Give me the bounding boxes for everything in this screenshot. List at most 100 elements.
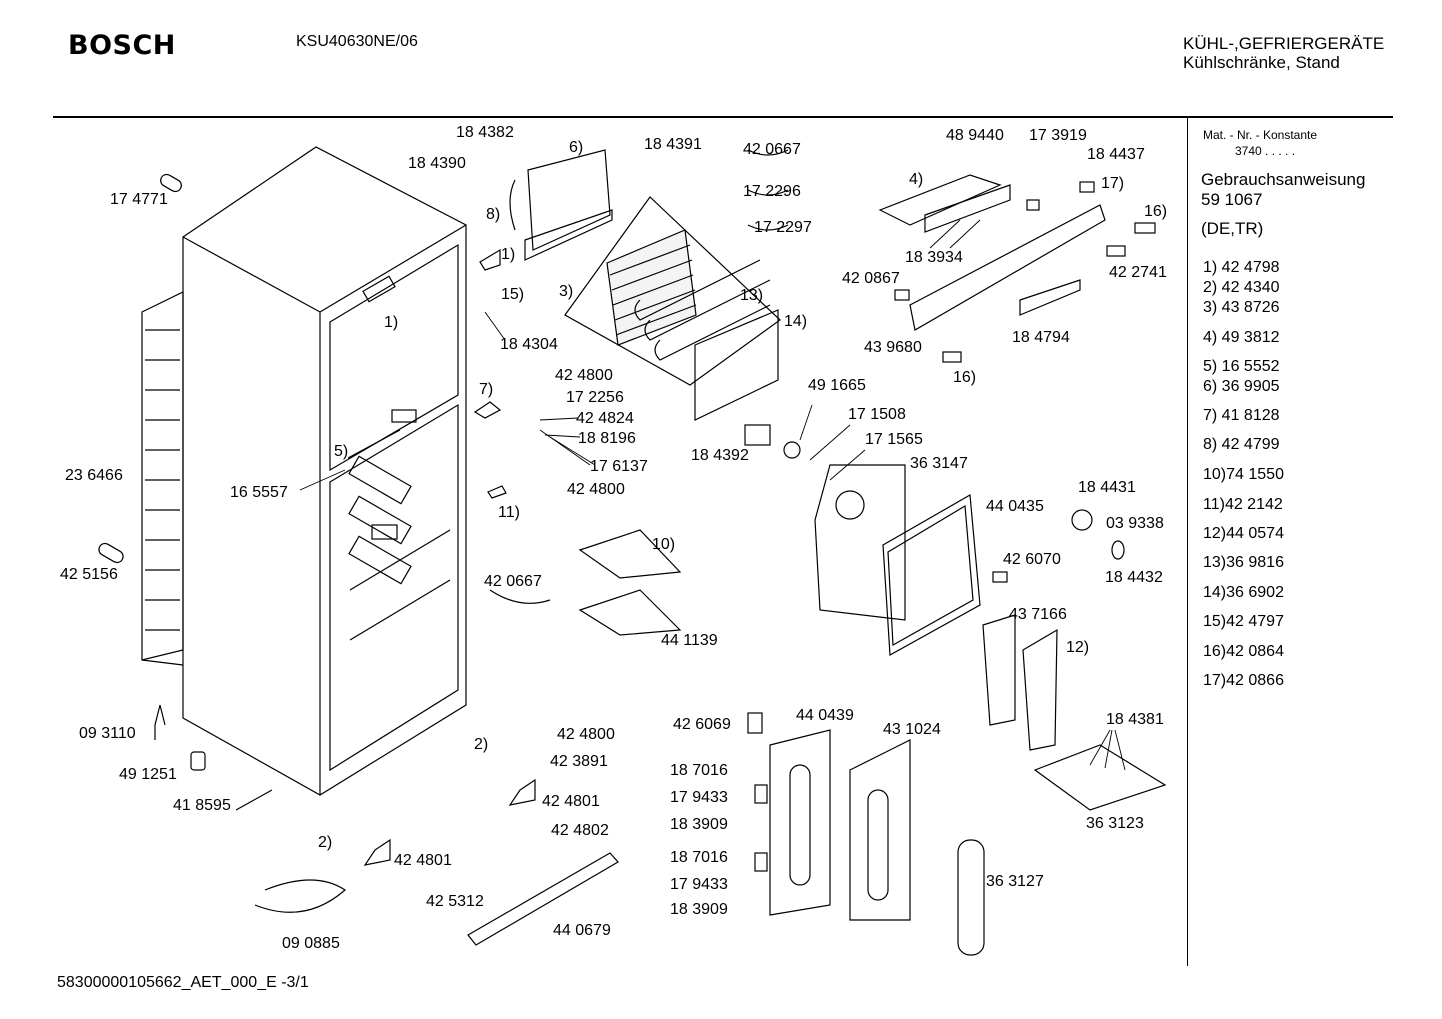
part-label: 16)	[953, 369, 977, 386]
part-label: 42 5156	[60, 566, 118, 583]
part-label: 42 4802	[551, 822, 609, 839]
part-label: 44 1139	[661, 632, 718, 649]
part-label: 44 0439	[796, 707, 854, 724]
part-label: 15)	[501, 286, 525, 303]
legend-item: 13)36 9816	[1203, 554, 1284, 571]
part-label: 18 3909	[670, 901, 728, 918]
legend-item: 12)44 0574	[1203, 525, 1284, 542]
material-number-label: Mat. - Nr. - Konstante	[1203, 128, 1318, 142]
part-label: 42 4800	[567, 481, 625, 498]
part-label: 17)	[1101, 175, 1125, 192]
legend-item: 4) 49 3812	[1203, 329, 1280, 346]
part-label: 8)	[486, 206, 501, 223]
part-label: 10)	[652, 536, 676, 553]
legend-item: 7) 41 8128	[1203, 407, 1280, 424]
part-label: 09 3110	[79, 725, 136, 742]
part-label: 18 4431	[1078, 479, 1136, 496]
part-label: 17 2297	[754, 219, 812, 236]
part-label: 7)	[479, 381, 494, 398]
part-label: 49 1665	[808, 377, 866, 394]
part-label: 13)	[740, 287, 764, 304]
part-label: 42 0667	[743, 141, 801, 158]
part-label: 49 1251	[119, 766, 177, 783]
freezer-door-drawing	[509, 149, 613, 261]
legend-item: 10)74 1550	[1203, 466, 1284, 483]
header-rule	[53, 116, 1393, 118]
part-label: 3)	[559, 283, 574, 300]
legend-item: 3) 43 8726	[1203, 299, 1280, 316]
legend-item: 8) 42 4799	[1203, 436, 1280, 453]
part-label: 16 5557	[230, 484, 288, 501]
part-label: 17 3919	[1029, 127, 1087, 144]
part-label: 03 9338	[1106, 515, 1164, 532]
part-label: 17 4771	[110, 191, 168, 208]
part-label: 2)	[318, 834, 333, 851]
part-label: 17 6137	[590, 458, 648, 475]
part-label: 42 4800	[557, 726, 615, 743]
fan-cover-drawing	[814, 464, 981, 656]
part-label: 41 8595	[173, 797, 231, 814]
part-label: 18 4437	[1087, 146, 1145, 163]
part-label: 18 4392	[691, 447, 749, 464]
part-label: 17 1508	[848, 406, 906, 423]
manual-language: (DE,TR)	[1201, 219, 1264, 238]
model-number: KSU40630NE/06	[296, 33, 418, 50]
part-label: 17 2256	[566, 389, 624, 406]
part-label: 4)	[909, 171, 924, 188]
material-number-value: 3740 . . . . .	[1235, 144, 1296, 158]
part-label: 36 3123	[1086, 815, 1144, 832]
door-shelves-drawing	[467, 529, 1167, 956]
part-label: 2)	[474, 736, 489, 753]
part-label: 42 4801	[542, 793, 600, 810]
part-label: 17 2296	[743, 183, 801, 200]
part-label: 18 3934	[905, 249, 963, 266]
part-label: 42 0667	[484, 573, 542, 590]
part-label: 18 4391	[644, 136, 702, 153]
part-label: 44 0679	[553, 922, 611, 939]
part-label: 42 4800	[555, 367, 613, 384]
small-parts-drawing	[98, 149, 1125, 913]
part-label: 18 4794	[1012, 329, 1070, 346]
part-label: 48 9440	[946, 127, 1004, 144]
part-label: 36 3147	[910, 455, 968, 472]
legend-item: 1) 42 4798	[1203, 259, 1280, 276]
part-label: 42 5312	[426, 893, 484, 910]
part-label: 18 4381	[1106, 711, 1164, 728]
category-title: KÜHL-,GEFRIERGERÄTE	[1183, 34, 1385, 53]
part-label: 42 0867	[842, 270, 900, 287]
part-label: 36 3127	[986, 873, 1044, 890]
part-label: 11)	[498, 504, 520, 521]
leader-lines	[299, 219, 1126, 771]
part-label: 17 9433	[670, 876, 728, 893]
part-label: 12)	[1066, 639, 1090, 656]
back-panel-drawing	[694, 309, 779, 421]
part-label: 18 4304	[500, 336, 558, 353]
part-label: 18 7016	[670, 849, 728, 866]
part-label: 09 0885	[282, 935, 340, 952]
legend-item: 2) 42 4340	[1203, 279, 1280, 296]
manual-number: 59 1067	[1201, 190, 1263, 209]
part-label: 42 4801	[394, 852, 452, 869]
condenser-grille-drawing	[141, 291, 184, 666]
part-label: 17 1565	[865, 431, 923, 448]
part-label: 43 7166	[1009, 606, 1067, 623]
part-label: 18 4390	[408, 155, 466, 172]
part-label: 1)	[384, 314, 399, 331]
part-label: 18 3909	[670, 816, 728, 833]
category-subtitle: Kühlschränke, Stand	[1183, 53, 1340, 72]
part-label: 14)	[784, 313, 808, 330]
part-label: 23 6466	[65, 467, 123, 484]
sidebar-divider	[1187, 118, 1188, 966]
part-label: 44 0435	[986, 498, 1044, 515]
legend-item: 5) 16 5552	[1203, 358, 1280, 375]
part-label: 18 4432	[1105, 569, 1163, 586]
part-label: 42 6070	[1003, 551, 1061, 568]
fridge-cabinet-drawing	[182, 146, 467, 796]
legend-item: 15)42 4797	[1203, 613, 1284, 630]
legend-item: 6) 36 9905	[1203, 378, 1280, 395]
manual-label: Gebrauchsanweisung	[1201, 170, 1366, 189]
part-label: 5)	[334, 443, 349, 460]
part-label: 1)	[501, 246, 516, 263]
bosch-logo: BOSCH	[68, 30, 176, 61]
